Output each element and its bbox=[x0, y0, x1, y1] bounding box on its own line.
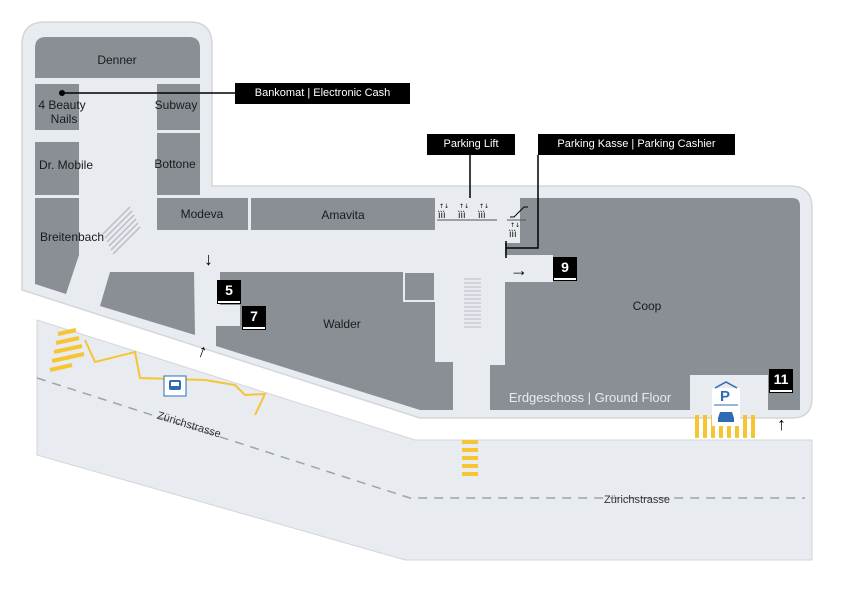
label-subway: Subway bbox=[155, 98, 198, 112]
shop-amavita[interactable] bbox=[251, 198, 435, 230]
entrance-11[interactable]: 11 bbox=[769, 369, 793, 393]
callout-parking-lift[interactable]: Parking Lift bbox=[427, 134, 515, 155]
shop-breitenbach[interactable] bbox=[35, 198, 79, 294]
street-centerline bbox=[36, 377, 805, 499]
elevator-icons: ↑↓ììì ↑↓ììì ↑↓ììì ↑↓ììì bbox=[437, 203, 528, 240]
entrance-5[interactable]: 5 bbox=[217, 280, 241, 304]
label-modeva: Modeva bbox=[181, 207, 224, 221]
svg-text:↑↓: ↑↓ bbox=[510, 222, 520, 229]
shop-unnamed bbox=[100, 272, 195, 335]
svg-text:ììì: ììì bbox=[437, 211, 446, 221]
shop-denner[interactable] bbox=[35, 37, 200, 78]
arrow-right-icon: → bbox=[510, 260, 528, 280]
label-denner: Denner bbox=[97, 53, 136, 67]
car-icon bbox=[718, 412, 734, 422]
bankomat-marker[interactable] bbox=[59, 90, 65, 96]
svg-text:ììì: ììì bbox=[508, 230, 517, 240]
svg-text:↑↓: ↑↓ bbox=[479, 203, 489, 210]
entrance-9[interactable]: 9 bbox=[553, 257, 577, 281]
svg-text:ììì: ììì bbox=[457, 211, 466, 221]
svg-text:ììì: ììì bbox=[477, 211, 486, 221]
parking-sign[interactable] bbox=[712, 381, 740, 426]
shop-subway[interactable] bbox=[157, 84, 200, 130]
shop-coop[interactable] bbox=[490, 198, 800, 410]
street-area bbox=[36, 319, 813, 561]
callout-bankomat[interactable]: Bankomat | Electronic Cash bbox=[235, 83, 410, 104]
callout-parking-kasse[interactable]: Parking Kasse | Parking Cashier bbox=[538, 134, 735, 155]
svg-text:↑↓: ↑↓ bbox=[439, 203, 449, 210]
label-amavita: Amavita bbox=[321, 208, 365, 222]
stairs-left bbox=[102, 206, 141, 255]
shop-4-beauty-nails[interactable] bbox=[35, 84, 79, 130]
bus-stop-icon bbox=[163, 375, 187, 397]
label-walder: Walder bbox=[323, 317, 361, 331]
parking-letter: P bbox=[720, 388, 730, 405]
arrow-down-icon: ↓ bbox=[204, 249, 213, 269]
walder-annex bbox=[403, 271, 436, 302]
label-bottone: Bottone bbox=[154, 157, 196, 171]
crosswalk-center bbox=[462, 440, 478, 476]
shop-dr-mobile[interactable] bbox=[35, 142, 79, 195]
street-label-lower: Zürichstrasse bbox=[604, 494, 670, 506]
bus-lane-marking bbox=[84, 339, 267, 416]
shop-bottone[interactable] bbox=[157, 133, 200, 195]
label-beauty-1: 4 Beauty bbox=[38, 98, 85, 112]
stairs-center bbox=[464, 278, 481, 328]
entrance-7[interactable]: 7 bbox=[242, 306, 266, 330]
shop-modeva[interactable] bbox=[157, 198, 248, 230]
floor-label: Erdgeschoss | Ground Floor bbox=[509, 390, 672, 405]
parking-kasse-pointer bbox=[506, 155, 539, 249]
label-breitenbach: Breitenbach bbox=[40, 230, 104, 244]
crosswalk-left bbox=[49, 328, 85, 372]
arrow-up-entrance-11-icon: ↑ bbox=[777, 414, 786, 434]
label-beauty-2: Nails bbox=[51, 112, 78, 126]
escalator-icon bbox=[510, 206, 528, 218]
label-dr-mobile: Dr. Mobile bbox=[39, 158, 93, 172]
label-coop: Coop bbox=[633, 299, 662, 313]
svg-text:↑↓: ↑↓ bbox=[459, 203, 469, 210]
shop-walder[interactable] bbox=[216, 272, 453, 410]
